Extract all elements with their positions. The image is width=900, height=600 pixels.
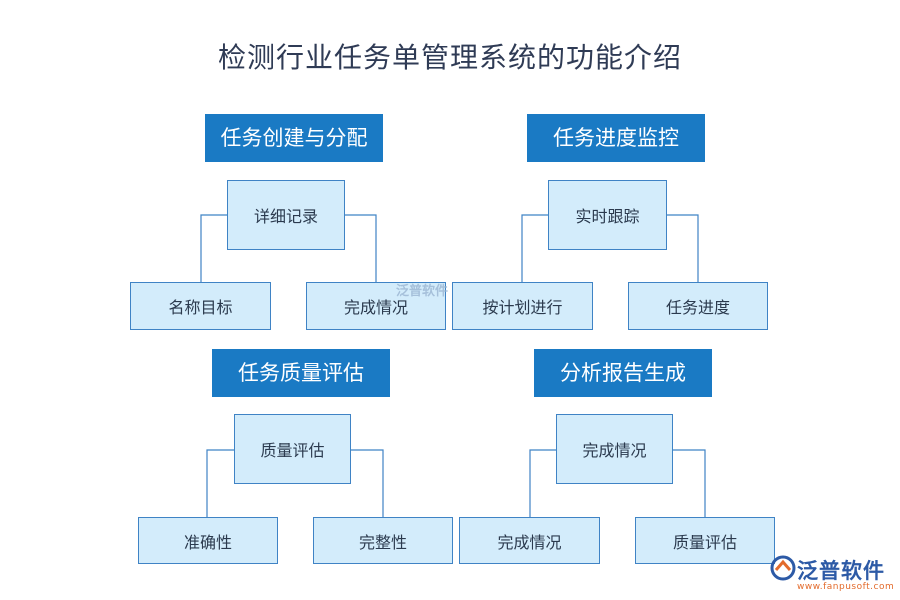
node-accuracy: 准确性 [138, 517, 278, 564]
logo-icon [770, 555, 796, 581]
node-completion-status-2: 完成情况 [556, 414, 673, 484]
node-on-schedule: 按计划进行 [452, 282, 593, 330]
node-completeness: 完整性 [313, 517, 453, 564]
section-header-progress-monitoring: 任务进度监控 [527, 114, 705, 162]
connector-s3-left [206, 449, 234, 517]
connector-s3-right [351, 449, 384, 517]
section-header-task-creation: 任务创建与分配 [205, 114, 383, 162]
connector-s4-left [529, 449, 556, 517]
logo-text: 泛普软件 [797, 559, 885, 583]
node-completion-status-3: 完成情况 [459, 517, 600, 564]
connector-s2-right [667, 214, 699, 282]
node-name-target: 名称目标 [130, 282, 271, 330]
node-quality-evaluation-2: 质量评估 [635, 517, 775, 564]
watermark-text: 泛普软件 [396, 284, 449, 299]
node-task-progress: 任务进度 [628, 282, 768, 330]
page-title: 检测行业任务单管理系统的功能介绍 [217, 41, 682, 74]
section-header-quality-assessment: 任务质量评估 [212, 349, 390, 397]
connector-s4-right [673, 449, 706, 517]
logo-url: www.fanpusoft.com [797, 582, 895, 592]
node-detailed-record: 详细记录 [227, 180, 345, 250]
brand-logo: 泛普软件 www.fanpusoft.com [770, 555, 894, 595]
node-realtime-tracking: 实时跟踪 [548, 180, 667, 250]
node-quality-evaluation-1: 质量评估 [234, 414, 351, 484]
connector-s1-left [200, 214, 227, 282]
connector-s2-left [521, 214, 548, 282]
section-header-report-generation: 分析报告生成 [534, 349, 712, 397]
node-completion-status-1: 完成情况 [306, 282, 446, 330]
connector-s1-right [345, 214, 377, 282]
